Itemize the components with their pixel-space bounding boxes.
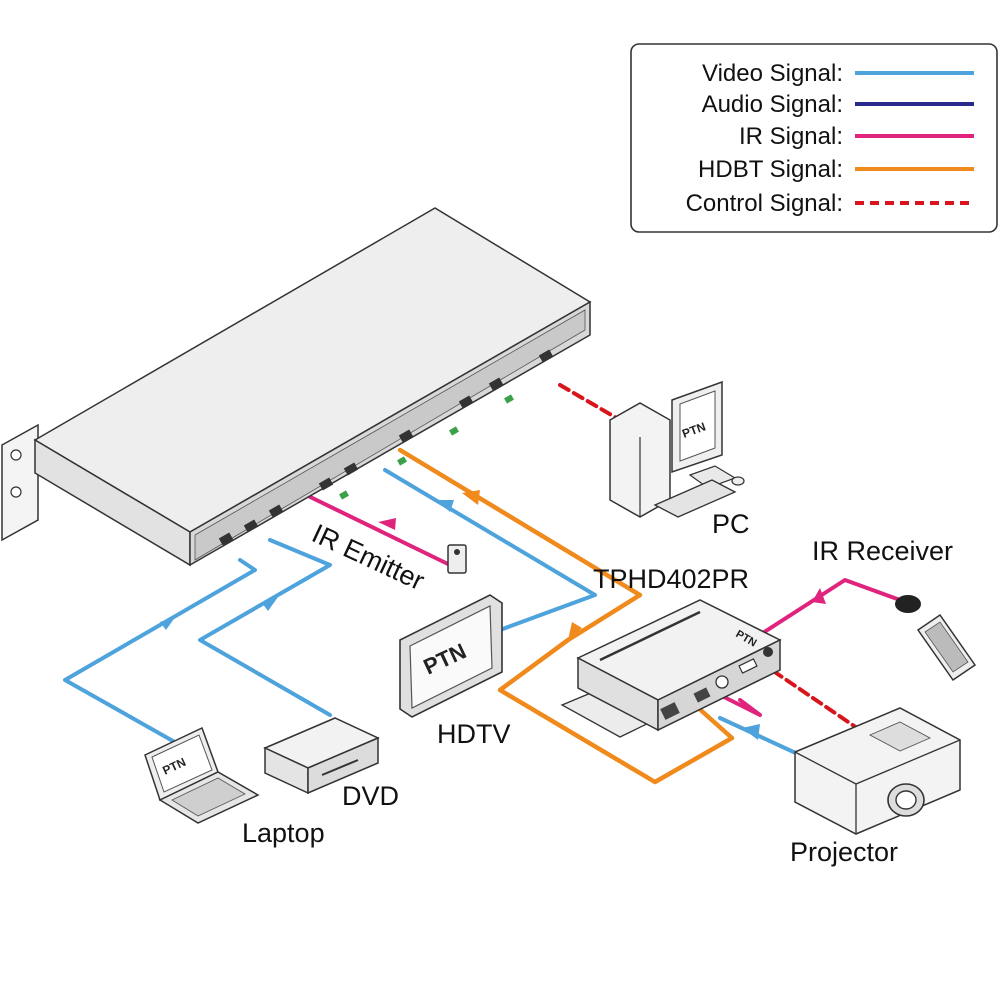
hdbt-port-2 — [343, 462, 359, 476]
arrow-video-projector — [742, 724, 760, 740]
rack-hole-top — [10, 449, 22, 461]
hdbt-port-5 — [488, 377, 504, 391]
pc-mouse — [731, 476, 745, 486]
legend-label-audio: Audio Signal: — [702, 91, 843, 118]
hdbt-port-1 — [318, 477, 334, 491]
legend: Video Signal: Audio Signal: IR Signal: H… — [630, 43, 998, 233]
control-cable-pc — [558, 383, 622, 422]
dvd-player: DVD — [263, 717, 399, 811]
terminal-block-4 — [504, 394, 514, 404]
control-cable-projector — [758, 660, 862, 732]
receiver-model-label: TPHD402PR — [593, 564, 749, 594]
laptop-label: Laptop — [242, 818, 325, 848]
hdmi-port-2 — [243, 519, 259, 533]
projector-body — [794, 707, 961, 835]
dvd-label: DVD — [342, 781, 399, 811]
video-cable-dvd — [198, 538, 332, 717]
rear-ports — [218, 349, 554, 546]
rack-ear — [1, 423, 39, 542]
terminal-block-3 — [449, 426, 459, 436]
receiver-top-stripe — [599, 610, 701, 662]
receiver-hdbt-port — [660, 702, 680, 720]
ir-emitter-label: IR Emitter — [307, 518, 428, 596]
matrix-switcher — [1, 207, 592, 567]
ir-receiver-label: IR Receiver — [812, 536, 953, 566]
receiver-power-jack — [763, 647, 773, 657]
hdtv-screen — [409, 605, 493, 709]
remote-control — [916, 613, 977, 682]
projector-lens — [895, 790, 917, 810]
dvd-tray — [321, 759, 359, 776]
legend-label-video: Video Signal: — [702, 60, 843, 87]
rs232-port — [538, 349, 554, 363]
receiver-hdmi-port — [693, 687, 711, 703]
legend-label-hdbt: HDBT Signal: — [698, 156, 843, 183]
legend-box — [630, 43, 998, 233]
projector: Projector — [790, 707, 961, 867]
legend-label-ir: IR Signal: — [739, 123, 843, 150]
hdbt-port-4 — [458, 395, 474, 409]
laptop-screen — [151, 734, 213, 793]
rack-hole-bottom — [10, 486, 22, 498]
arrow-hdbt-2 — [568, 622, 582, 640]
hdmi-port-1 — [218, 532, 234, 546]
arrow-video-laptop — [160, 616, 176, 630]
projector-label: Projector — [790, 837, 898, 867]
pc-keyboard — [653, 479, 737, 518]
ir-emitter-device — [447, 544, 467, 574]
receiver-rs232-port — [738, 658, 758, 674]
receiver-ir-jack — [715, 675, 729, 689]
remote-buttons — [924, 621, 969, 673]
hdbt-receiver: TPHD402PR PTN — [560, 564, 782, 738]
arrow-video-hdtv — [436, 500, 454, 512]
laptop: PTN Laptop — [144, 726, 325, 848]
terminal-blocks — [339, 394, 514, 500]
laptop-keyboard — [171, 777, 246, 817]
rear-panel-recess — [194, 309, 586, 561]
arrow-video-dvd — [262, 597, 278, 611]
legend-label-control: Control Signal: — [686, 190, 843, 217]
ir-receiver-eye — [895, 595, 921, 613]
arrow-ir-emitter — [378, 518, 396, 530]
ir-emitter-lens — [454, 549, 460, 555]
hdmi-port-3 — [268, 504, 284, 518]
arrow-hdbt-1 — [462, 490, 480, 505]
ir-emitter: IR Emitter — [307, 518, 467, 596]
pc-screen — [679, 390, 716, 462]
ir-receiver: IR Receiver — [812, 536, 977, 682]
video-cable-projector — [718, 716, 802, 757]
hdtv-label: HDTV — [437, 719, 511, 749]
hdtv: PTN HDTV — [399, 594, 511, 749]
hdbt-cable — [397, 447, 735, 785]
terminal-block-1 — [339, 490, 349, 500]
arrow-ir-receiver — [812, 588, 826, 604]
hdbt-port-3 — [398, 429, 414, 443]
video-cable-hdtv — [383, 468, 597, 632]
terminal-block-2 — [397, 456, 407, 466]
ir-emitter-cable — [298, 490, 452, 567]
video-cable-laptop — [63, 558, 257, 747]
projector-vent — [868, 721, 932, 752]
pc: PTN PC — [609, 380, 750, 539]
pc-label: PC — [712, 509, 750, 539]
